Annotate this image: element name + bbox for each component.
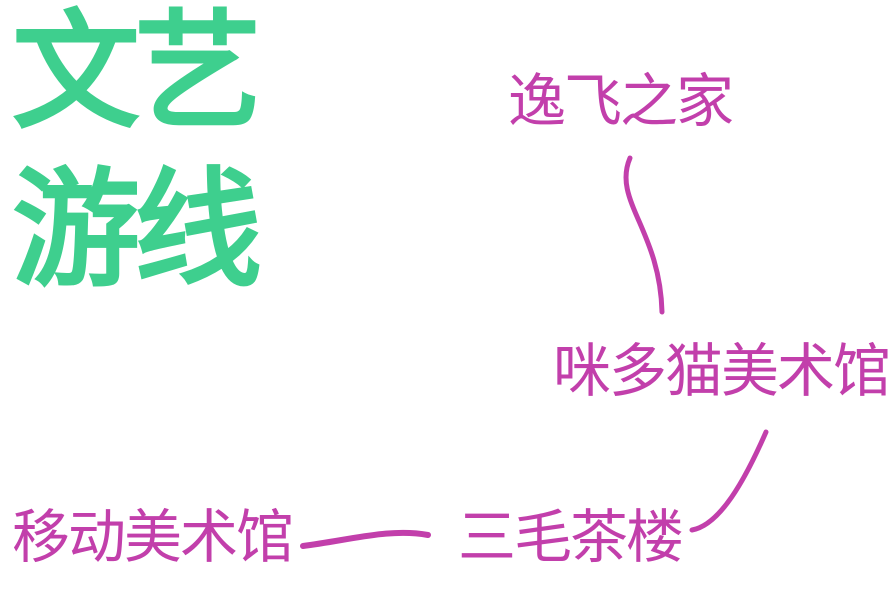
node-sanmao-teahouse: 三毛茶楼 [458, 503, 684, 571]
connector-miduomao-sanmao [689, 429, 769, 533]
node-mobile-gallery: 移动美术馆 [12, 503, 294, 571]
node-miduomao-gallery: 咪多猫美术馆 [553, 337, 891, 405]
node-yifei-home: 逸飞之家 [508, 67, 734, 135]
title-line-1: 文艺 [12, 0, 262, 147]
connector-yifei-miduomao [623, 155, 665, 315]
title-line-2: 游线 [12, 155, 262, 305]
connector-sanmao-mobile [300, 529, 431, 549]
